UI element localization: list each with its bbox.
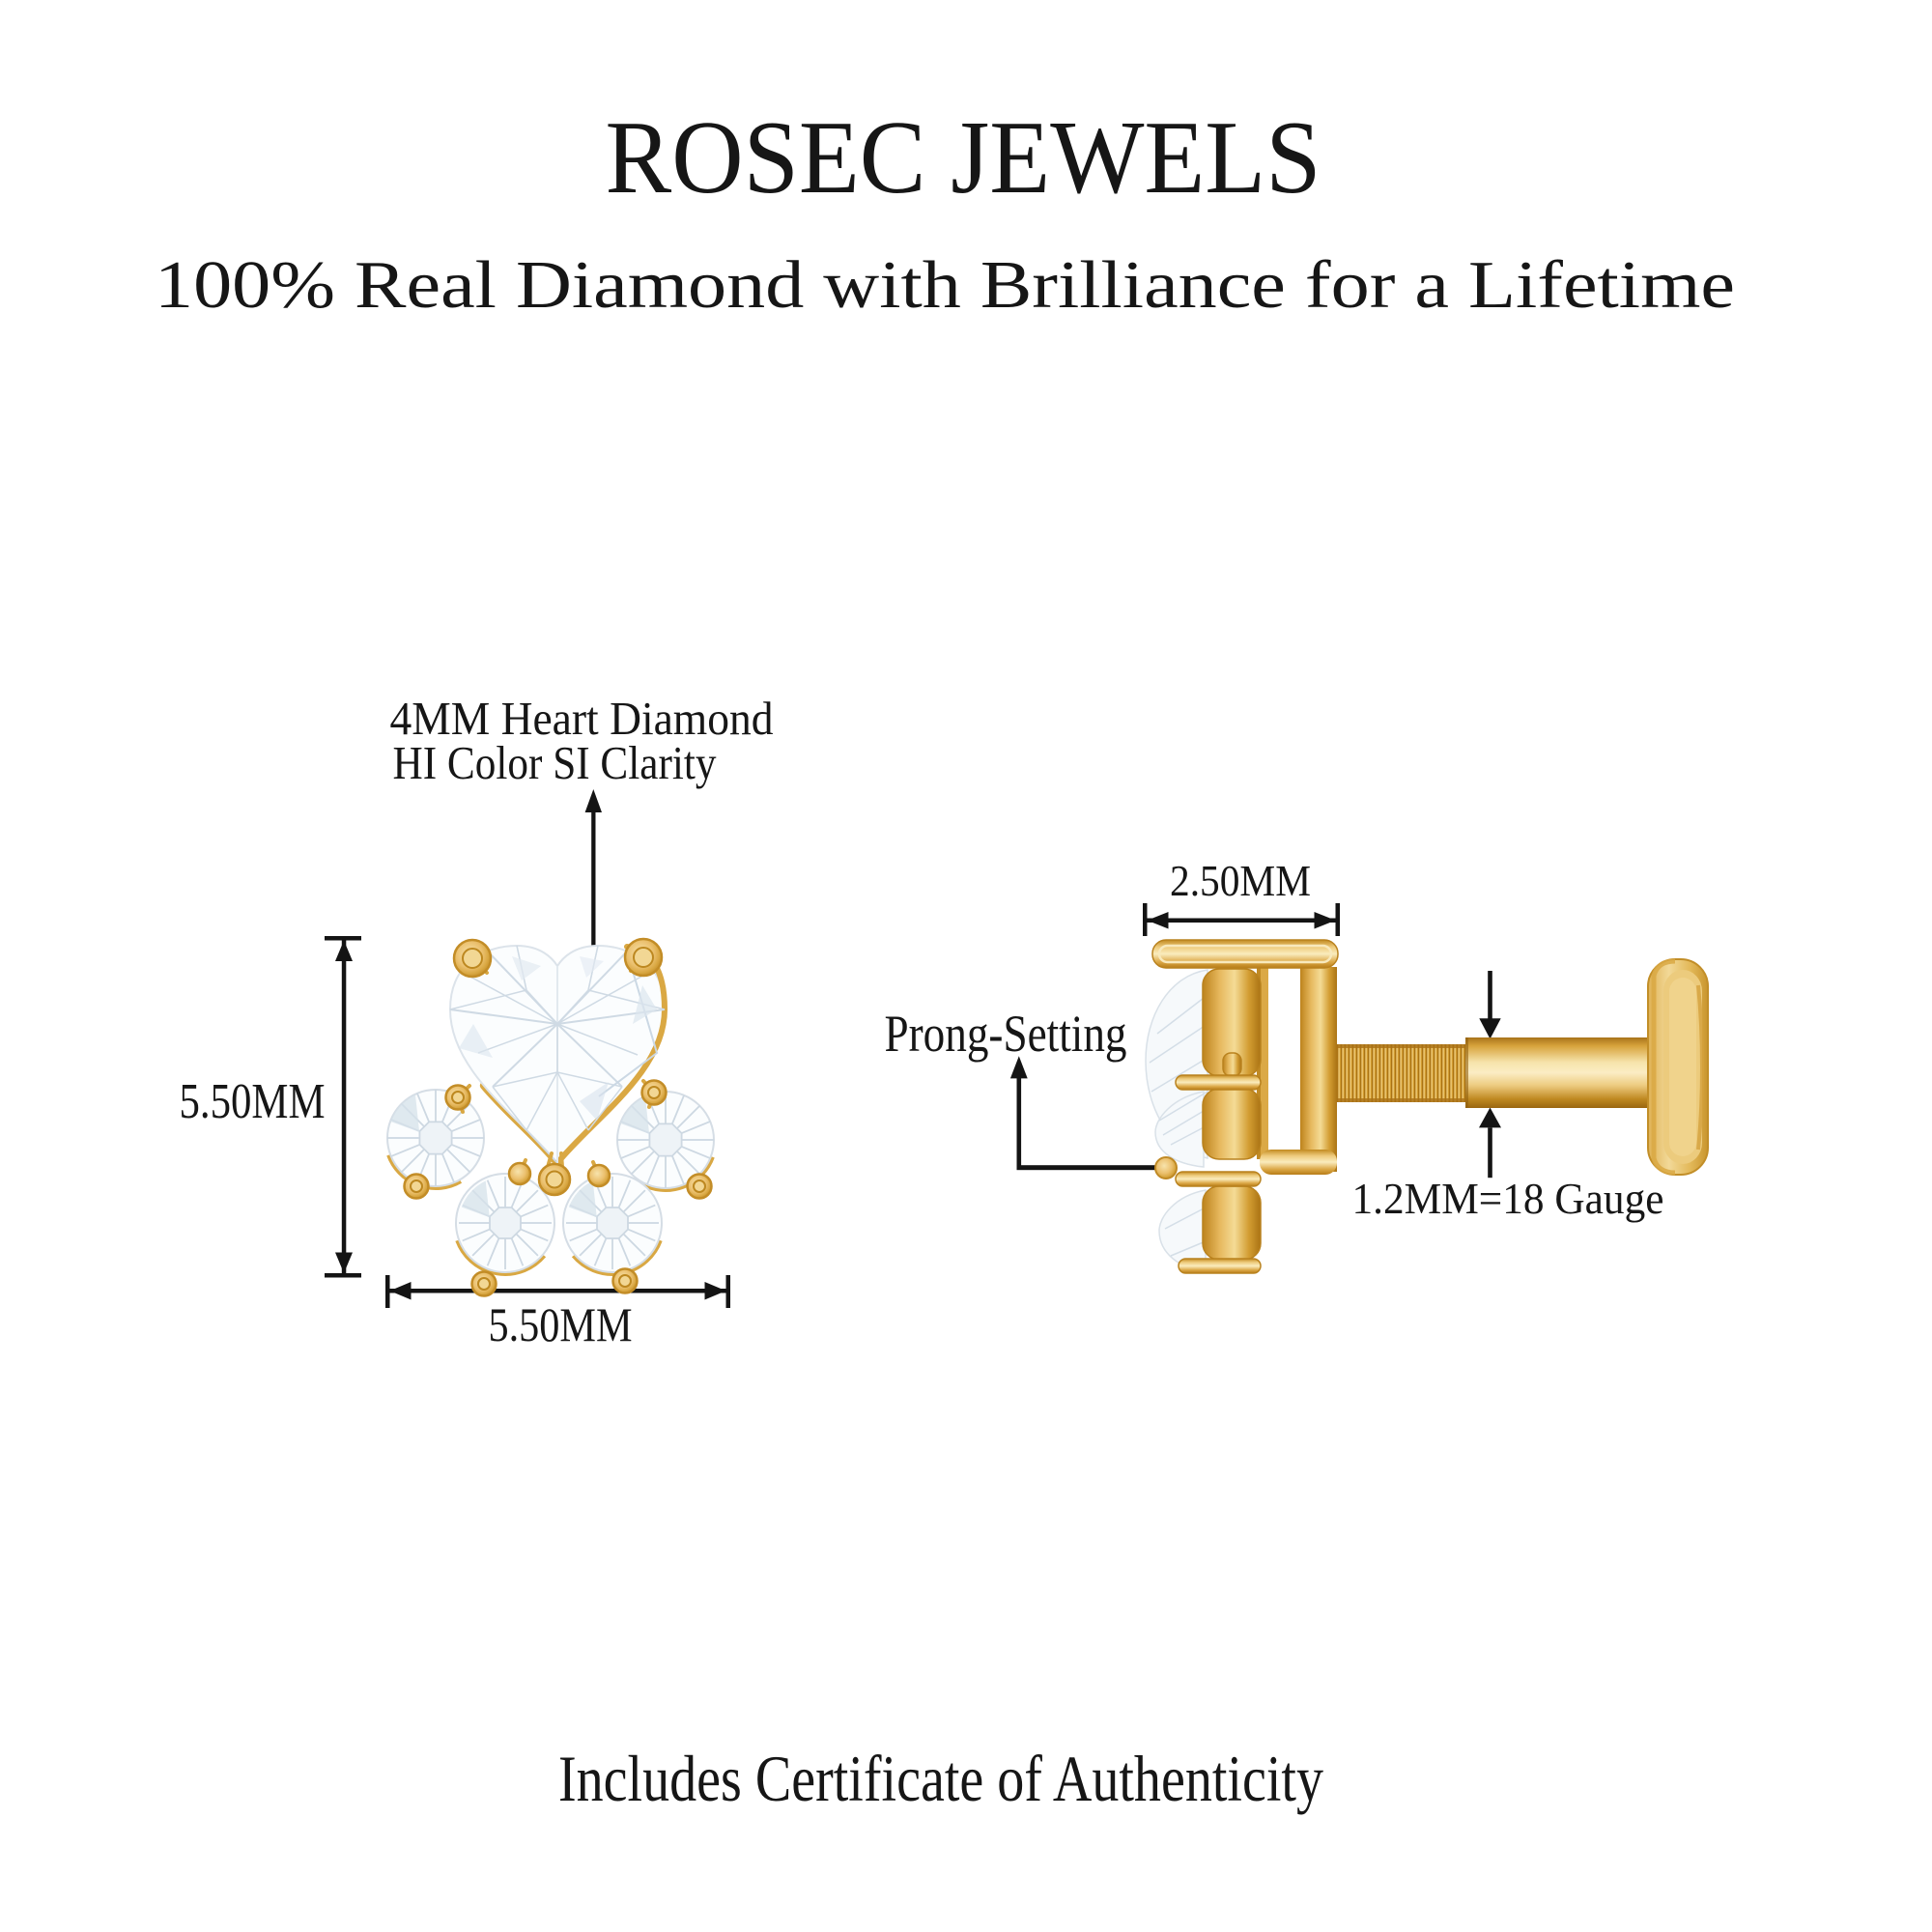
svg-text:HI Color SI Clarity: HI Color SI Clarity <box>393 736 717 789</box>
svg-text:Prong-Setting: Prong-Setting <box>885 1005 1127 1063</box>
svg-text:ROSEC JEWELS: ROSEC JEWELS <box>606 100 1321 215</box>
svg-text:1.2MM=18 Gauge: 1.2MM=18 Gauge <box>1352 1174 1664 1223</box>
svg-text:100% Real Diamond with Brillia: 100% Real Diamond with Brilliance for a … <box>155 248 1735 323</box>
svg-text:4MM Heart Diamond: 4MM Heart Diamond <box>390 692 774 745</box>
svg-text:Includes Certificate of Authen: Includes Certificate of Authenticity <box>558 1742 1323 1815</box>
svg-text:5.50MM: 5.50MM <box>180 1074 326 1129</box>
svg-text:2.50MM: 2.50MM <box>1170 856 1311 905</box>
svg-text:5.50MM: 5.50MM <box>489 1297 633 1351</box>
